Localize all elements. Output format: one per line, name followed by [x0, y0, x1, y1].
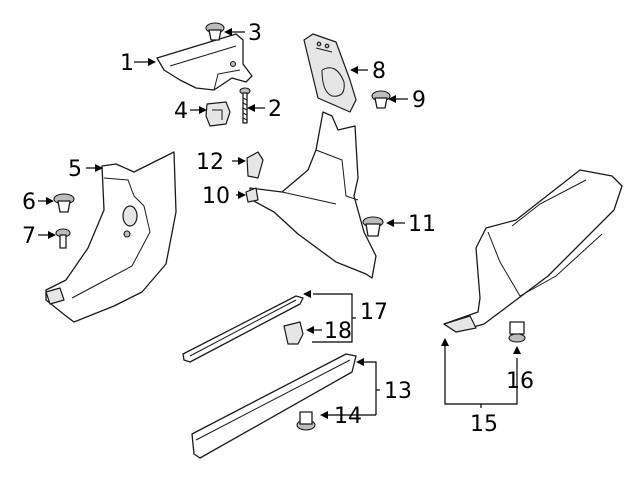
part-15-rear-trim — [443, 169, 623, 333]
callout-16: 16 — [506, 369, 534, 394]
part-6-clip — [53, 193, 75, 213]
callout-7: 7 — [22, 224, 36, 249]
callout-6: 6 — [22, 190, 36, 215]
callout-18: 18 — [324, 319, 352, 344]
callout-15: 15 — [470, 412, 498, 437]
callout-12: 12 — [196, 150, 224, 175]
part-17-sill-plate — [182, 295, 304, 363]
part-5-left-pillar-panel — [45, 151, 177, 323]
callout-14: 14 — [334, 404, 362, 429]
part-7-plug — [55, 228, 71, 249]
part-10-pillar-trim — [245, 111, 377, 279]
part-2-screw — [239, 87, 251, 124]
part-16-clip — [508, 321, 526, 343]
callout-2: 2 — [268, 97, 282, 122]
part-1-upper-trim-bracket — [156, 33, 253, 91]
callout-1: 1 — [120, 51, 134, 76]
callout-11: 11 — [408, 212, 436, 237]
callout-labels: 1 2 3 4 5 6 7 8 9 10 11 12 13 14 15 16 1… — [22, 21, 534, 437]
callout-8: 8 — [372, 59, 386, 84]
part-18-clip — [283, 321, 304, 345]
part-8-upper-pillar-trim — [303, 33, 357, 113]
part-12-clip — [246, 151, 264, 179]
part-9-clip — [371, 90, 391, 109]
leader-lines — [38, 28, 521, 419]
callout-4: 4 — [174, 99, 188, 124]
part-4-retainer — [205, 101, 231, 127]
part-14-clip — [296, 411, 316, 431]
callout-3: 3 — [248, 21, 262, 46]
callout-5: 5 — [68, 157, 82, 182]
callout-17: 17 — [360, 300, 388, 325]
callout-13: 13 — [384, 379, 412, 404]
part-13-sill-trim — [191, 353, 357, 459]
callout-9: 9 — [412, 88, 426, 113]
part-11-clip — [362, 216, 384, 237]
callout-10: 10 — [202, 184, 230, 209]
part-3-clip — [205, 22, 225, 41]
